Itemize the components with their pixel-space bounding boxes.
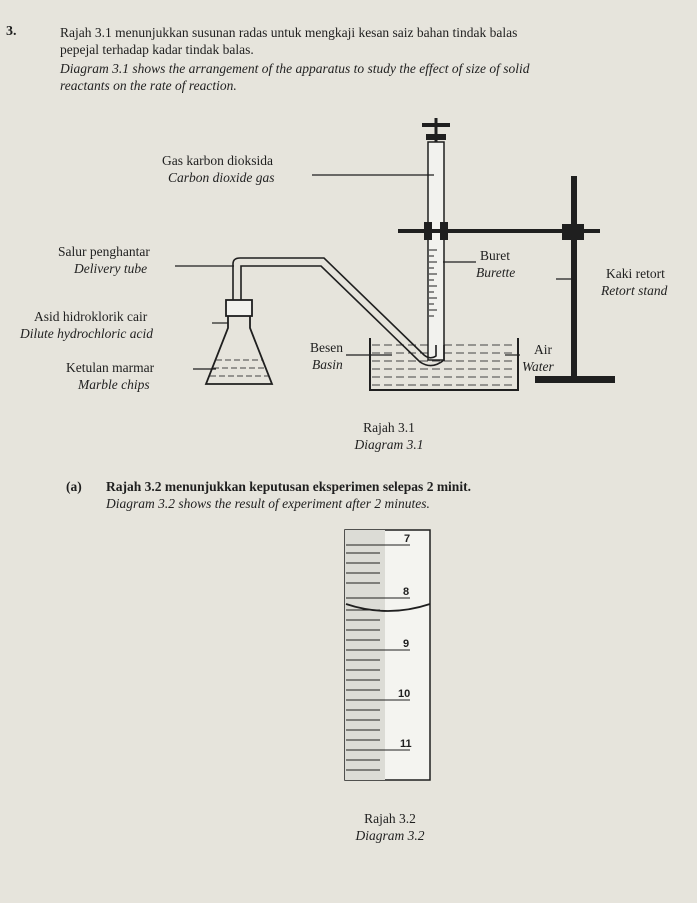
label-basin-malay: Besen [310,340,343,355]
meniscus [345,603,431,612]
part-a-text-malay: Rajah 3.2 menunjukkan keputusan eksperim… [106,479,471,494]
label-marble-english: Marble chips [78,377,150,392]
label-water-english: Water [522,359,554,374]
intro-english-line1: Diagram 3.1 shows the arrangement of the… [60,61,530,76]
diagram2-caption-english: Diagram 3.2 [355,828,425,843]
basin [369,338,519,391]
delivery-tube [232,257,445,367]
intro-english-line2: reactants on the rate of reaction. [60,78,237,93]
diagram1-caption-malay: Rajah 3.1 [363,420,415,435]
label-marble-malay: Ketulan marmar [66,360,155,375]
label-gas-malay: Gas karbon dioksida [162,153,273,168]
scale-number-11: 11 [400,738,412,750]
label-pointers [175,174,574,370]
diagram2-caption-malay: Rajah 3.2 [364,811,416,826]
retort-stand [398,176,615,383]
label-stand-english: Retort stand [601,283,668,298]
conical-flask [204,299,274,385]
label-tube-malay: Salur penghantar [58,244,150,259]
label-burette-english: Burette [476,265,516,280]
label-basin-english: Basin [312,357,343,372]
part-a-label: (a) [66,479,82,494]
label-acid-english: Dilute hydrochloric acid [20,326,153,341]
label-acid-malay: Asid hidroklorik cair [34,309,148,324]
scale-number-7: 7 [404,533,411,545]
question-number: 3. [6,24,17,39]
burette [422,118,450,361]
scale-number-9: 9 [403,638,410,650]
label-stand-malay: Kaki retort [606,266,665,281]
intro-malay-line1: Rajah 3.1 menunjukkan susunan radas untu… [60,25,518,40]
label-tube-english: Delivery tube [74,261,148,276]
scale-number-8: 8 [403,586,410,598]
label-water-malay: Air [534,342,552,357]
part-a-text-english: Diagram 3.2 shows the result of experime… [106,496,430,511]
diagram1-caption-english: Diagram 3.1 [354,437,424,452]
label-burette-malay: Buret [480,248,510,263]
flask-acid [210,359,268,377]
label-gas-english: Carbon dioxide gas [168,170,275,185]
burette-reading [344,529,431,781]
intro-malay-line2: pepejal terhadap kadar tindak balas. [60,42,254,57]
scale-number-10: 10 [398,688,411,700]
